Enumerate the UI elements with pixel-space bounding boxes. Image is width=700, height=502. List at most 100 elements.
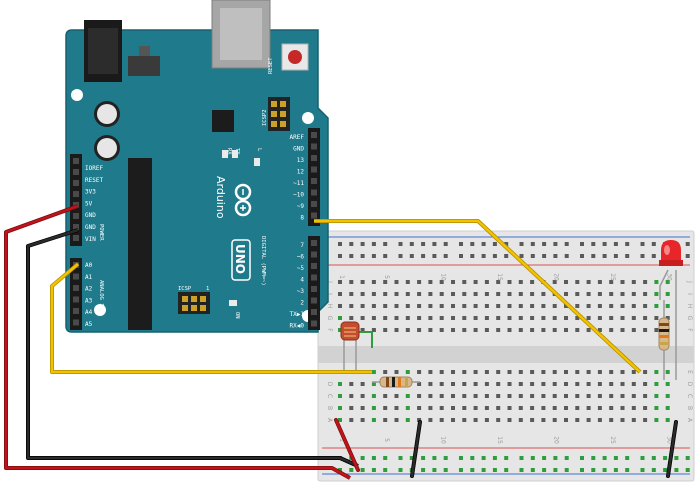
breadboard-hole xyxy=(564,280,568,284)
breadboard-hole xyxy=(383,394,388,398)
icsp2-header: ICSP2 xyxy=(262,97,290,131)
breadboard-hole xyxy=(553,468,558,472)
breadboard-hole xyxy=(360,394,365,398)
row-letter: I xyxy=(686,293,693,295)
header-hole xyxy=(73,296,79,303)
breadboard-hole xyxy=(349,280,354,284)
icsp-pin1-label: 1 xyxy=(206,286,209,292)
breadboard-hole xyxy=(564,468,569,472)
breadboard-hole xyxy=(663,456,668,460)
breadboard-hole xyxy=(609,394,614,398)
breadboard-hole xyxy=(451,406,455,410)
breadboard-hole xyxy=(602,468,607,472)
usb-chip xyxy=(212,110,234,132)
breadboard-hole xyxy=(338,418,342,422)
breadboard-hole xyxy=(685,468,690,472)
digital-pin-label: TX▶1 xyxy=(290,311,305,318)
breadboard-hole xyxy=(651,468,656,472)
breadboard-hole xyxy=(507,406,512,410)
row-letter: C xyxy=(686,394,693,398)
breadboard-hole xyxy=(631,280,636,284)
breadboard-hole xyxy=(640,456,645,460)
red-led xyxy=(659,240,683,380)
breadboard-hole xyxy=(349,292,354,296)
header-hole xyxy=(311,178,317,184)
digital-pin-label: 8 xyxy=(300,215,304,222)
icsp-pin xyxy=(191,296,197,302)
breadboard-hole xyxy=(530,456,535,460)
breadboard-hole xyxy=(428,328,433,332)
header-hole xyxy=(311,189,317,196)
breadboard-hole xyxy=(383,468,388,472)
breadboard-hole xyxy=(609,328,614,332)
breadboard-hole xyxy=(597,280,602,284)
breadboard-hole xyxy=(518,280,523,284)
breadboard-hole xyxy=(417,316,422,320)
breadboard-hole xyxy=(481,254,486,258)
usb-connector xyxy=(211,0,271,69)
breadboard-hole xyxy=(481,456,486,460)
breadboard-hole xyxy=(541,304,546,308)
breadboard-hole xyxy=(575,316,580,320)
breadboard-hole xyxy=(496,292,501,296)
breadboard-hole xyxy=(609,418,614,422)
breadboard-hole xyxy=(462,292,467,296)
breadboard-hole xyxy=(586,316,591,320)
breadboard-hole xyxy=(383,292,388,296)
breadboard-hole xyxy=(417,328,422,332)
breadboard-hole xyxy=(394,370,399,374)
breadboard-hole xyxy=(575,406,580,410)
breadboard-hole xyxy=(620,280,625,284)
breadboard-hole xyxy=(575,370,580,374)
breadboard-hole xyxy=(597,292,602,296)
breadboard-hole xyxy=(586,280,591,284)
breadboard-hole xyxy=(462,328,467,332)
resistor-vertical xyxy=(658,300,670,380)
breadboard-hole xyxy=(496,418,501,422)
breadboard-hole xyxy=(417,304,422,308)
breadboard-hole xyxy=(439,394,444,398)
breadboard-hole xyxy=(620,328,625,332)
breadboard-hole xyxy=(654,292,659,296)
header-hole xyxy=(311,320,317,327)
breadboard-hole xyxy=(484,292,489,296)
breadboard-hole xyxy=(564,304,568,308)
breadboard-hole xyxy=(405,406,410,410)
breadboard-hole xyxy=(371,280,376,284)
breadboard-hole xyxy=(631,406,636,410)
breadboard-hole xyxy=(405,418,410,422)
header-hole xyxy=(73,213,79,219)
breadboard-hole xyxy=(654,316,659,320)
breadboard-hole xyxy=(428,280,433,284)
breadboard-hole xyxy=(405,280,410,284)
breadboard-hole xyxy=(575,280,580,284)
breadboard-hole xyxy=(504,456,509,460)
power-pin-label: VIN xyxy=(85,236,96,243)
breadboard-hole xyxy=(462,370,467,374)
resistor-horizontal xyxy=(372,376,420,388)
breadboard-hole xyxy=(338,382,342,386)
analog-pin-label: A4 xyxy=(85,309,93,316)
analog-pin-label: A5 xyxy=(85,321,93,328)
breadboard-hole xyxy=(383,418,388,422)
icsp-header: ICSP 1 xyxy=(178,286,210,314)
breadboard-hole xyxy=(473,394,478,398)
digital-pin-label: ~5 xyxy=(297,265,305,272)
breadboard-hole xyxy=(428,418,433,422)
breadboard-hole xyxy=(371,304,376,308)
row-letter: B xyxy=(686,406,693,410)
breadboard-hole xyxy=(496,328,501,332)
column-number: 1 xyxy=(338,438,345,442)
breadboard-hole xyxy=(459,242,463,246)
breadboard-hole xyxy=(417,370,422,374)
breadboard-hole xyxy=(552,418,557,422)
breadboard-hole xyxy=(409,456,414,460)
microcontroller-chip xyxy=(128,158,152,330)
breadboard-hole xyxy=(484,406,489,410)
header-hole xyxy=(73,285,79,291)
breadboard-center-channel xyxy=(318,346,694,363)
breadboard-hole xyxy=(518,328,523,332)
breadboard-hole xyxy=(473,280,478,284)
